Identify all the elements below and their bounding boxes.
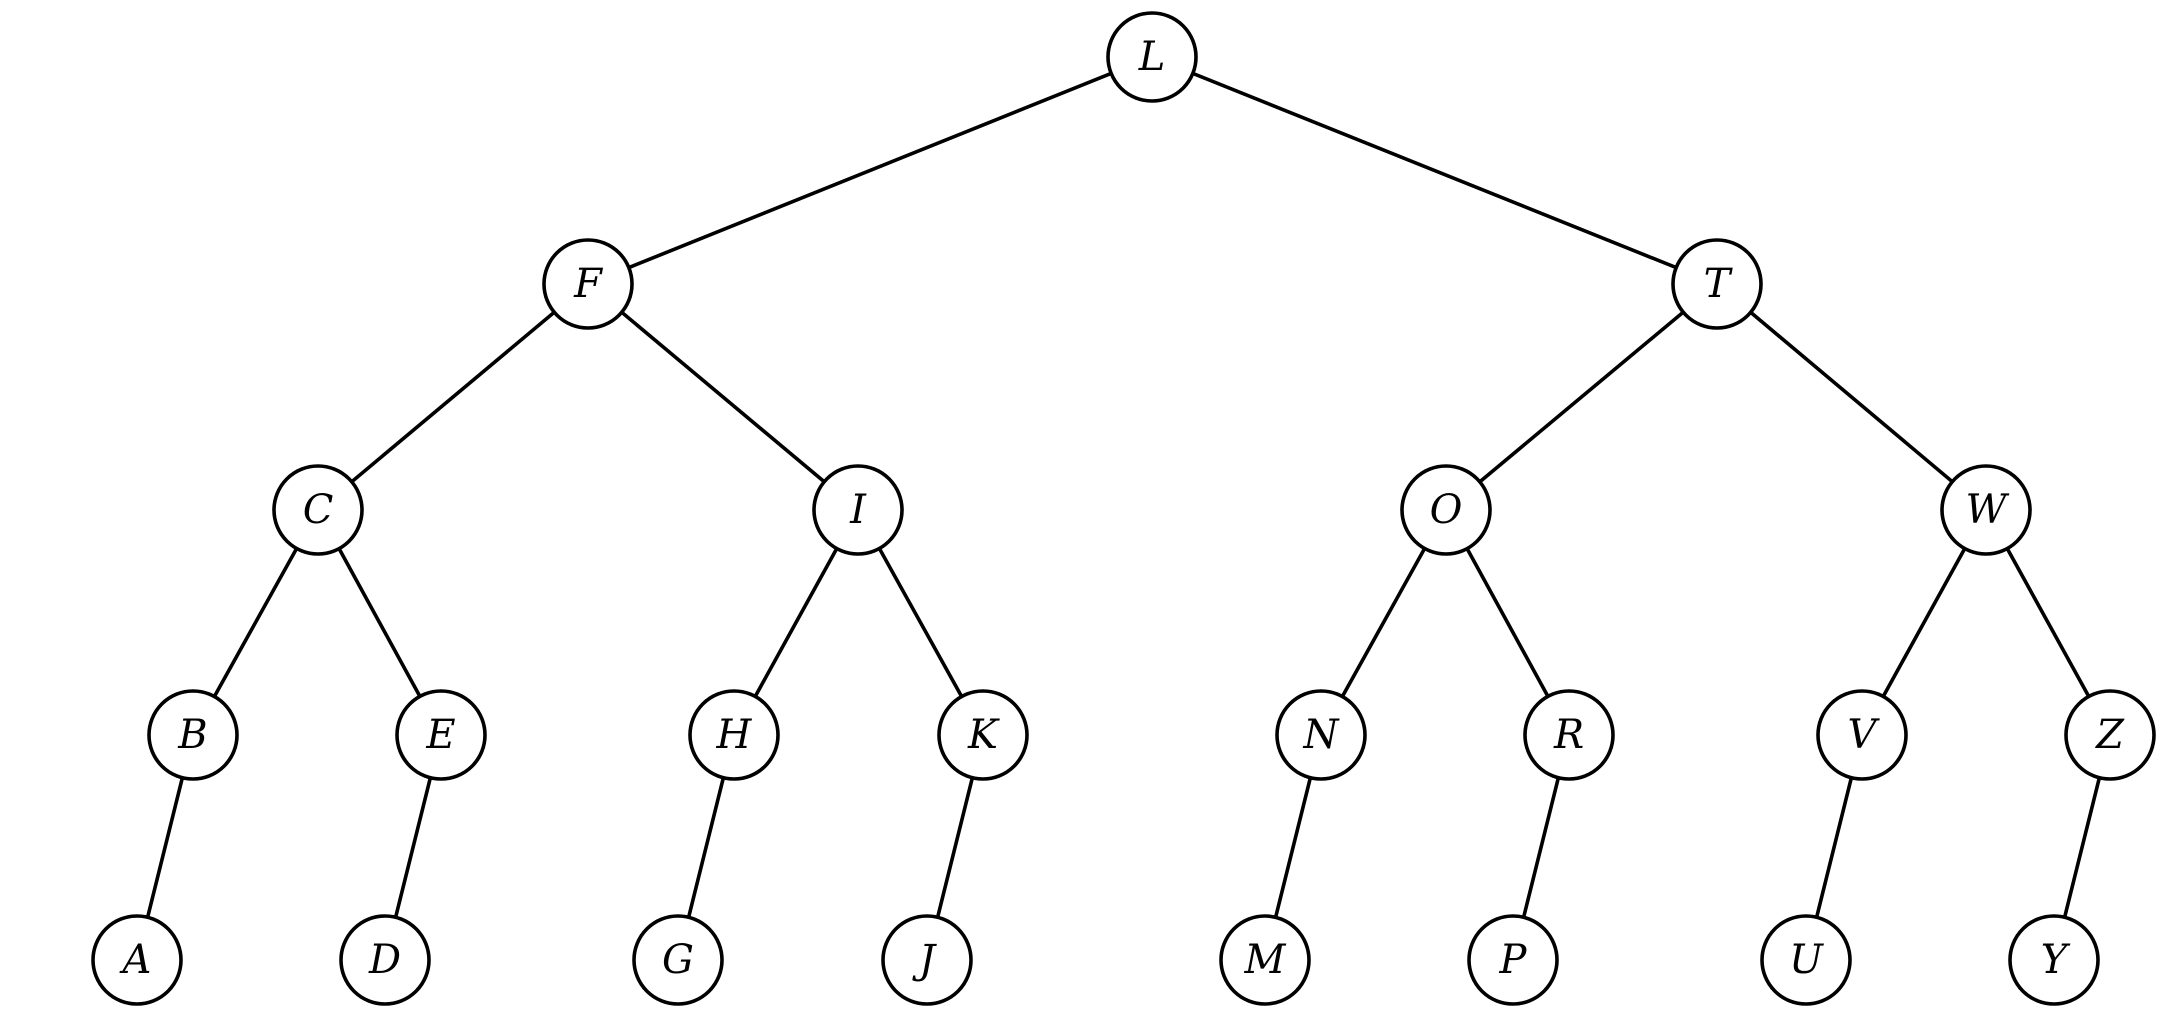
node-circle <box>1760 914 1852 1006</box>
node-label: M <box>1244 937 1287 983</box>
tree-node-v: V <box>1816 689 1908 781</box>
node-circle <box>1816 689 1908 781</box>
tree-edges <box>135 55 2112 962</box>
node-circle <box>272 464 364 556</box>
node-circle <box>339 914 431 1006</box>
tree-nodes: L F T C I O W B E H K N R V Z A D G J M P U Y <box>91 11 2156 1006</box>
tree-node-z: Z <box>2064 689 2156 781</box>
node-label: D <box>368 937 401 983</box>
tree-node-a: A <box>91 914 183 1006</box>
node-circle <box>1523 689 1615 781</box>
node-label: R <box>1553 712 1584 758</box>
tree-node-t: T <box>1671 238 1763 330</box>
tree-node-h: H <box>688 689 780 781</box>
edge-t-w <box>1715 282 1988 512</box>
tree-node-y: Y <box>2008 914 2100 1006</box>
node-label: B <box>177 712 207 758</box>
edge-l-t <box>1150 55 1719 286</box>
node-label: U <box>1789 937 1824 983</box>
node-circle <box>937 689 1029 781</box>
edge-l-f <box>586 55 1154 286</box>
tree-node-l: L <box>1106 11 1198 103</box>
node-circle <box>812 464 904 556</box>
tree-node-r: R <box>1523 689 1615 781</box>
tree-node-j: J <box>881 914 973 1006</box>
tree-node-u: U <box>1760 914 1852 1006</box>
node-circle <box>395 689 487 781</box>
node-label: O <box>1430 487 1463 533</box>
node-label: A <box>119 937 152 983</box>
tree-node-c: C <box>272 464 364 556</box>
tree-node-b: B <box>147 689 239 781</box>
tree-node-i: I <box>812 464 904 556</box>
node-circle <box>1467 914 1559 1006</box>
edge-t-o <box>1444 282 1719 512</box>
node-label: G <box>662 937 694 983</box>
tree-node-o: O <box>1400 464 1492 556</box>
node-circle <box>688 689 780 781</box>
node-label: V <box>1848 712 1881 758</box>
tree-node-p: P <box>1467 914 1559 1006</box>
tree-node-w: W <box>1940 464 2032 556</box>
node-label: T <box>1704 261 1734 307</box>
node-label: N <box>1303 712 1341 758</box>
tree-node-m: M <box>1219 914 1311 1006</box>
node-circle <box>2064 689 2156 781</box>
node-circle <box>542 238 634 330</box>
node-circle <box>1275 689 1367 781</box>
tree-node-d: D <box>339 914 431 1006</box>
node-circle <box>1219 914 1311 1006</box>
node-circle <box>2008 914 2100 1006</box>
node-label: W <box>1965 487 2009 533</box>
node-circle <box>1940 464 2032 556</box>
node-label: I <box>849 487 867 533</box>
node-label: P <box>1499 937 1528 983</box>
node-label: K <box>967 712 1000 758</box>
tree-node-n: N <box>1275 689 1367 781</box>
node-circle <box>1106 11 1198 103</box>
node-circle <box>881 914 973 1006</box>
tree-node-k: K <box>937 689 1029 781</box>
node-label: E <box>425 712 455 758</box>
node-label: Z <box>2094 712 2125 758</box>
tree-node-f: F <box>542 238 634 330</box>
node-label: Y <box>2041 937 2071 983</box>
edge-f-i <box>586 282 860 512</box>
tree-node-g: G <box>632 914 724 1006</box>
node-label: C <box>303 487 334 533</box>
edge-f-c <box>316 282 590 512</box>
node-circle <box>91 914 183 1006</box>
node-circle <box>632 914 724 1006</box>
node-label: L <box>1138 34 1166 80</box>
node-circle <box>1400 464 1492 556</box>
node-label: F <box>573 261 603 307</box>
node-label: H <box>716 712 753 758</box>
node-circle <box>147 689 239 781</box>
tree-node-e: E <box>395 689 487 781</box>
node-circle <box>1671 238 1763 330</box>
